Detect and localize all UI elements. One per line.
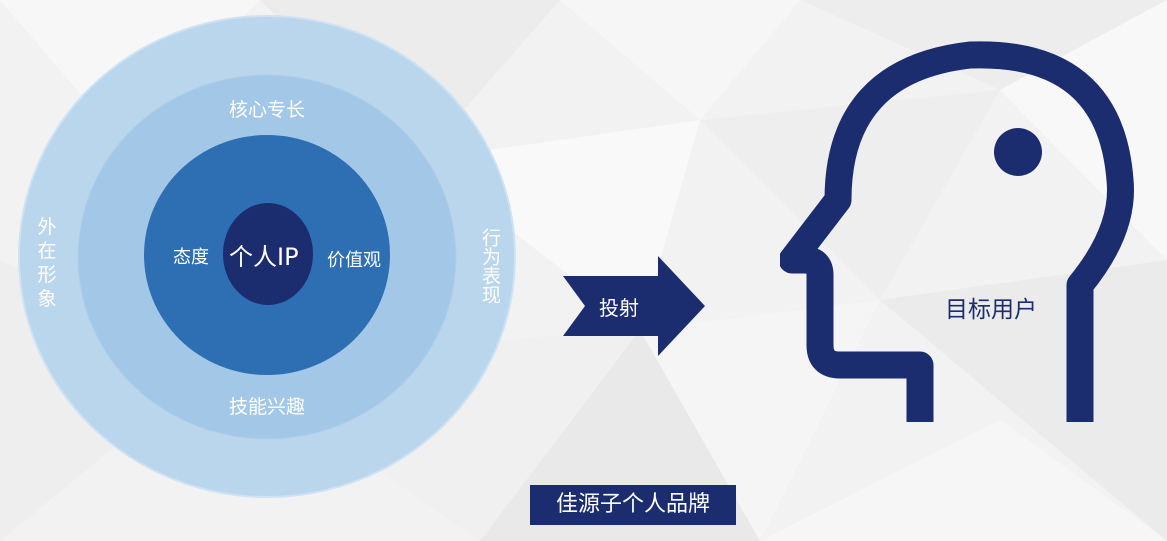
attitude-label: 态度 bbox=[173, 247, 209, 268]
personal-ip-label: 个人IP bbox=[229, 243, 299, 271]
behavior-label: 行为表现 bbox=[479, 228, 501, 304]
external-image-label: 外在形象 bbox=[37, 216, 57, 310]
values-label: 价值观 bbox=[327, 250, 381, 271]
core-circle bbox=[223, 203, 313, 305]
projection-label: 投射 bbox=[599, 296, 639, 320]
skill-interest-label: 技能兴趣 bbox=[228, 396, 305, 418]
core-expertise-label: 核心专长 bbox=[228, 99, 305, 121]
right-arrow-icon bbox=[563, 256, 705, 356]
personal-ip-circle: 核心专长 技能兴趣 外在形象 行为表现 态度 价值观 个人IP bbox=[18, 15, 516, 498]
brand-badge: 佳源子个人品牌 bbox=[530, 485, 736, 525]
target-user-label: 目标用户 bbox=[945, 297, 1037, 323]
head-profile-icon bbox=[780, 41, 1134, 422]
